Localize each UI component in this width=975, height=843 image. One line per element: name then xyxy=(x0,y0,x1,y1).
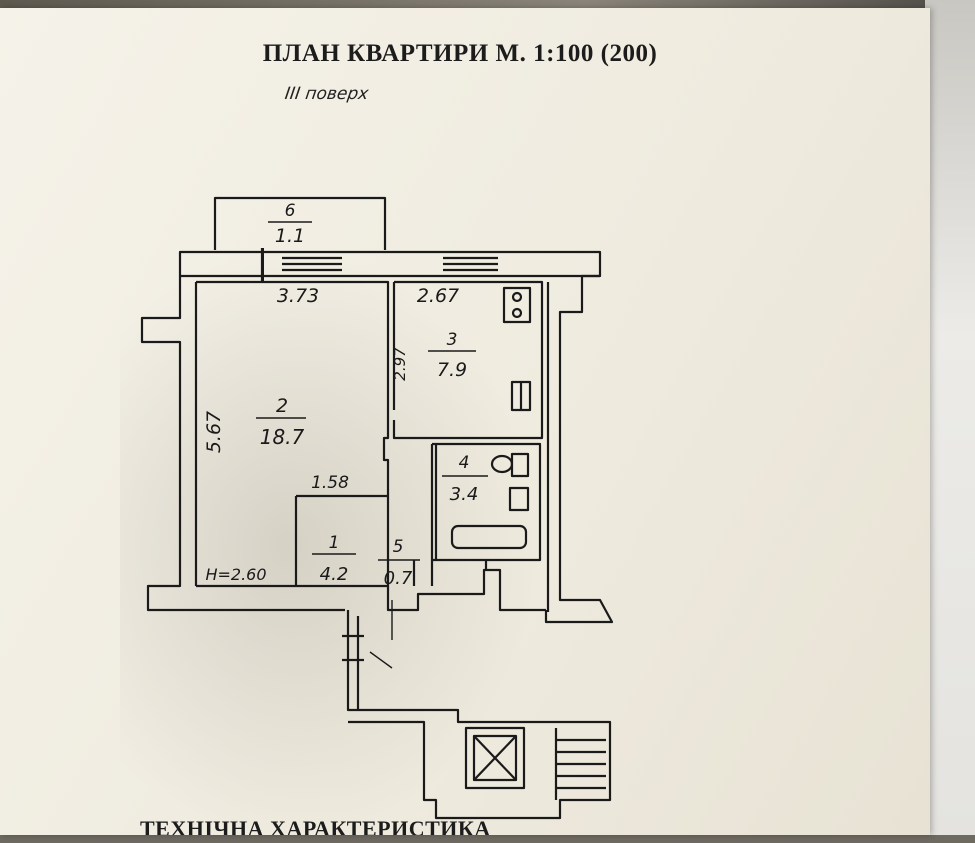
room-5-area: 0.7 xyxy=(384,568,413,589)
room-6-area: 1.1 xyxy=(275,225,305,247)
balcony-outline xyxy=(213,196,387,250)
room-2-area: 18.7 xyxy=(260,425,305,449)
room-3-number: 3 xyxy=(447,330,458,350)
room-4-area: 3.4 xyxy=(450,484,479,505)
entry-walls xyxy=(386,568,546,612)
room-3-width: 2.67 xyxy=(417,285,459,307)
hall-width: 1.58 xyxy=(311,473,349,493)
room-1-area: 4.2 xyxy=(320,564,349,585)
stairwell-walls xyxy=(346,610,612,820)
ceiling-height: H=2.60 xyxy=(205,565,266,584)
stairs-icon xyxy=(554,728,606,800)
stove-icon xyxy=(502,286,532,324)
room-4-number: 4 xyxy=(459,453,470,473)
washbasin-icon xyxy=(508,486,530,512)
room-3-area: 7.9 xyxy=(437,359,467,381)
window-kitchen xyxy=(443,256,498,272)
room-2-number: 2 xyxy=(276,395,288,417)
toilet-icon xyxy=(490,454,514,474)
room-3-depth: 2.97 xyxy=(391,347,409,381)
bathtub-icon xyxy=(450,524,528,550)
section-heading-footer: ТЕХНІЧНА ХАРАКТЕРИСТИКА xyxy=(140,816,491,835)
elevator-shaft-icon xyxy=(464,726,526,790)
room-1-number: 1 xyxy=(329,533,340,553)
living-room-walls xyxy=(196,280,390,588)
room-6-number: 6 xyxy=(285,201,296,221)
room-5-number: 5 xyxy=(393,537,404,557)
room-2-depth: 5.67 xyxy=(203,411,225,453)
bathroom-walls xyxy=(430,442,542,562)
room-2-width: 3.73 xyxy=(277,285,319,307)
exterior-wall-left xyxy=(140,276,345,612)
exterior-wall-right xyxy=(544,274,614,624)
page-title: ПЛАН КВАРТИРИ М. 1:100 (200) xyxy=(262,40,658,67)
kitchen-walls xyxy=(392,280,544,440)
background-sheet xyxy=(925,0,975,835)
exterior-wall-top xyxy=(178,250,602,278)
